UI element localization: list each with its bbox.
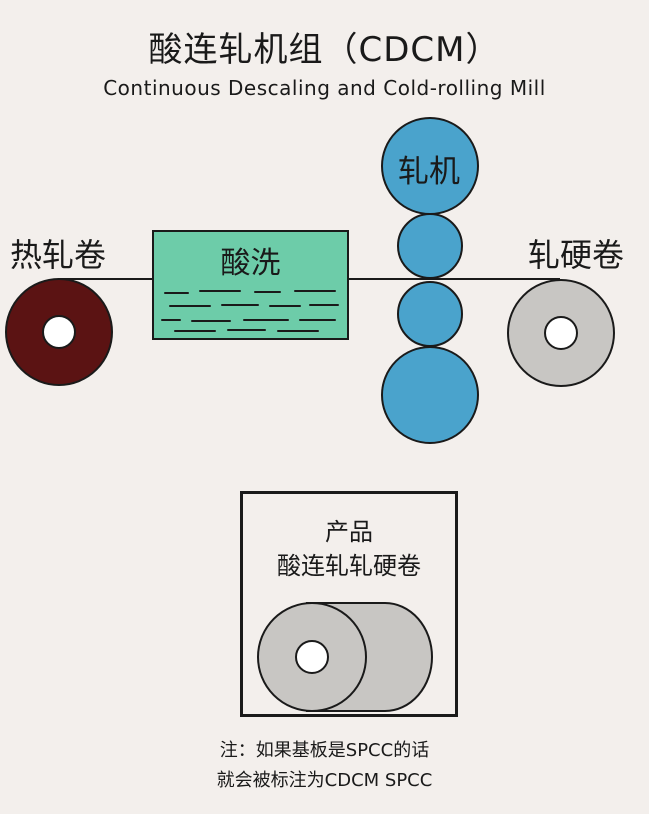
- hard-coil-label: 轧硬卷: [528, 236, 625, 274]
- note-line-1: 注：如果基板是SPCC的话: [219, 740, 430, 761]
- hard-coil-core: [544, 316, 578, 350]
- product-name: 酸连轧轧硬卷: [277, 552, 421, 580]
- page-title: 酸连轧机组（CDCM）: [148, 30, 501, 70]
- product-label: 产品: [325, 518, 373, 546]
- mill-label: 轧机: [398, 154, 460, 190]
- page-subtitle: Continuous Descaling and Cold-rolling Mi…: [103, 76, 546, 100]
- product-box: 产品 酸连轧轧硬卷: [240, 491, 458, 717]
- hot-coil-label: 热轧卷: [10, 236, 107, 274]
- pickling-label: 酸洗: [220, 246, 281, 281]
- mill-work-roll-top: [397, 213, 463, 279]
- note-line-2: 就会被标注为CDCM SPCC: [216, 770, 433, 791]
- mill-work-roll-bottom: [397, 281, 463, 347]
- mill-backup-roll-bottom: [381, 346, 479, 444]
- product-coil-core: [295, 640, 329, 674]
- pickling-liquid-dashes: [161, 290, 339, 332]
- hot-coil-core: [42, 315, 76, 349]
